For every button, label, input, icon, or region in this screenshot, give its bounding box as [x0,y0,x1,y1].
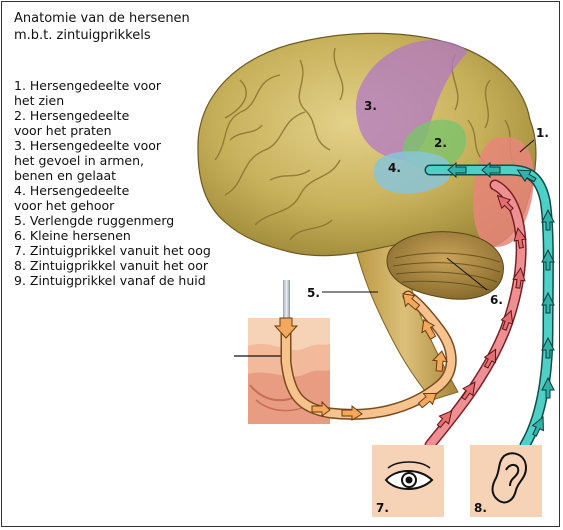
label-6: 6. [490,293,503,307]
label-7: 7. [376,501,389,515]
label-5: 5. [307,286,320,300]
label-2: 2. [434,136,447,150]
label-4: 4. [388,161,401,175]
label-8: 8. [474,501,487,515]
label-1: 1. [536,126,549,140]
label-3: 3. [364,99,377,113]
